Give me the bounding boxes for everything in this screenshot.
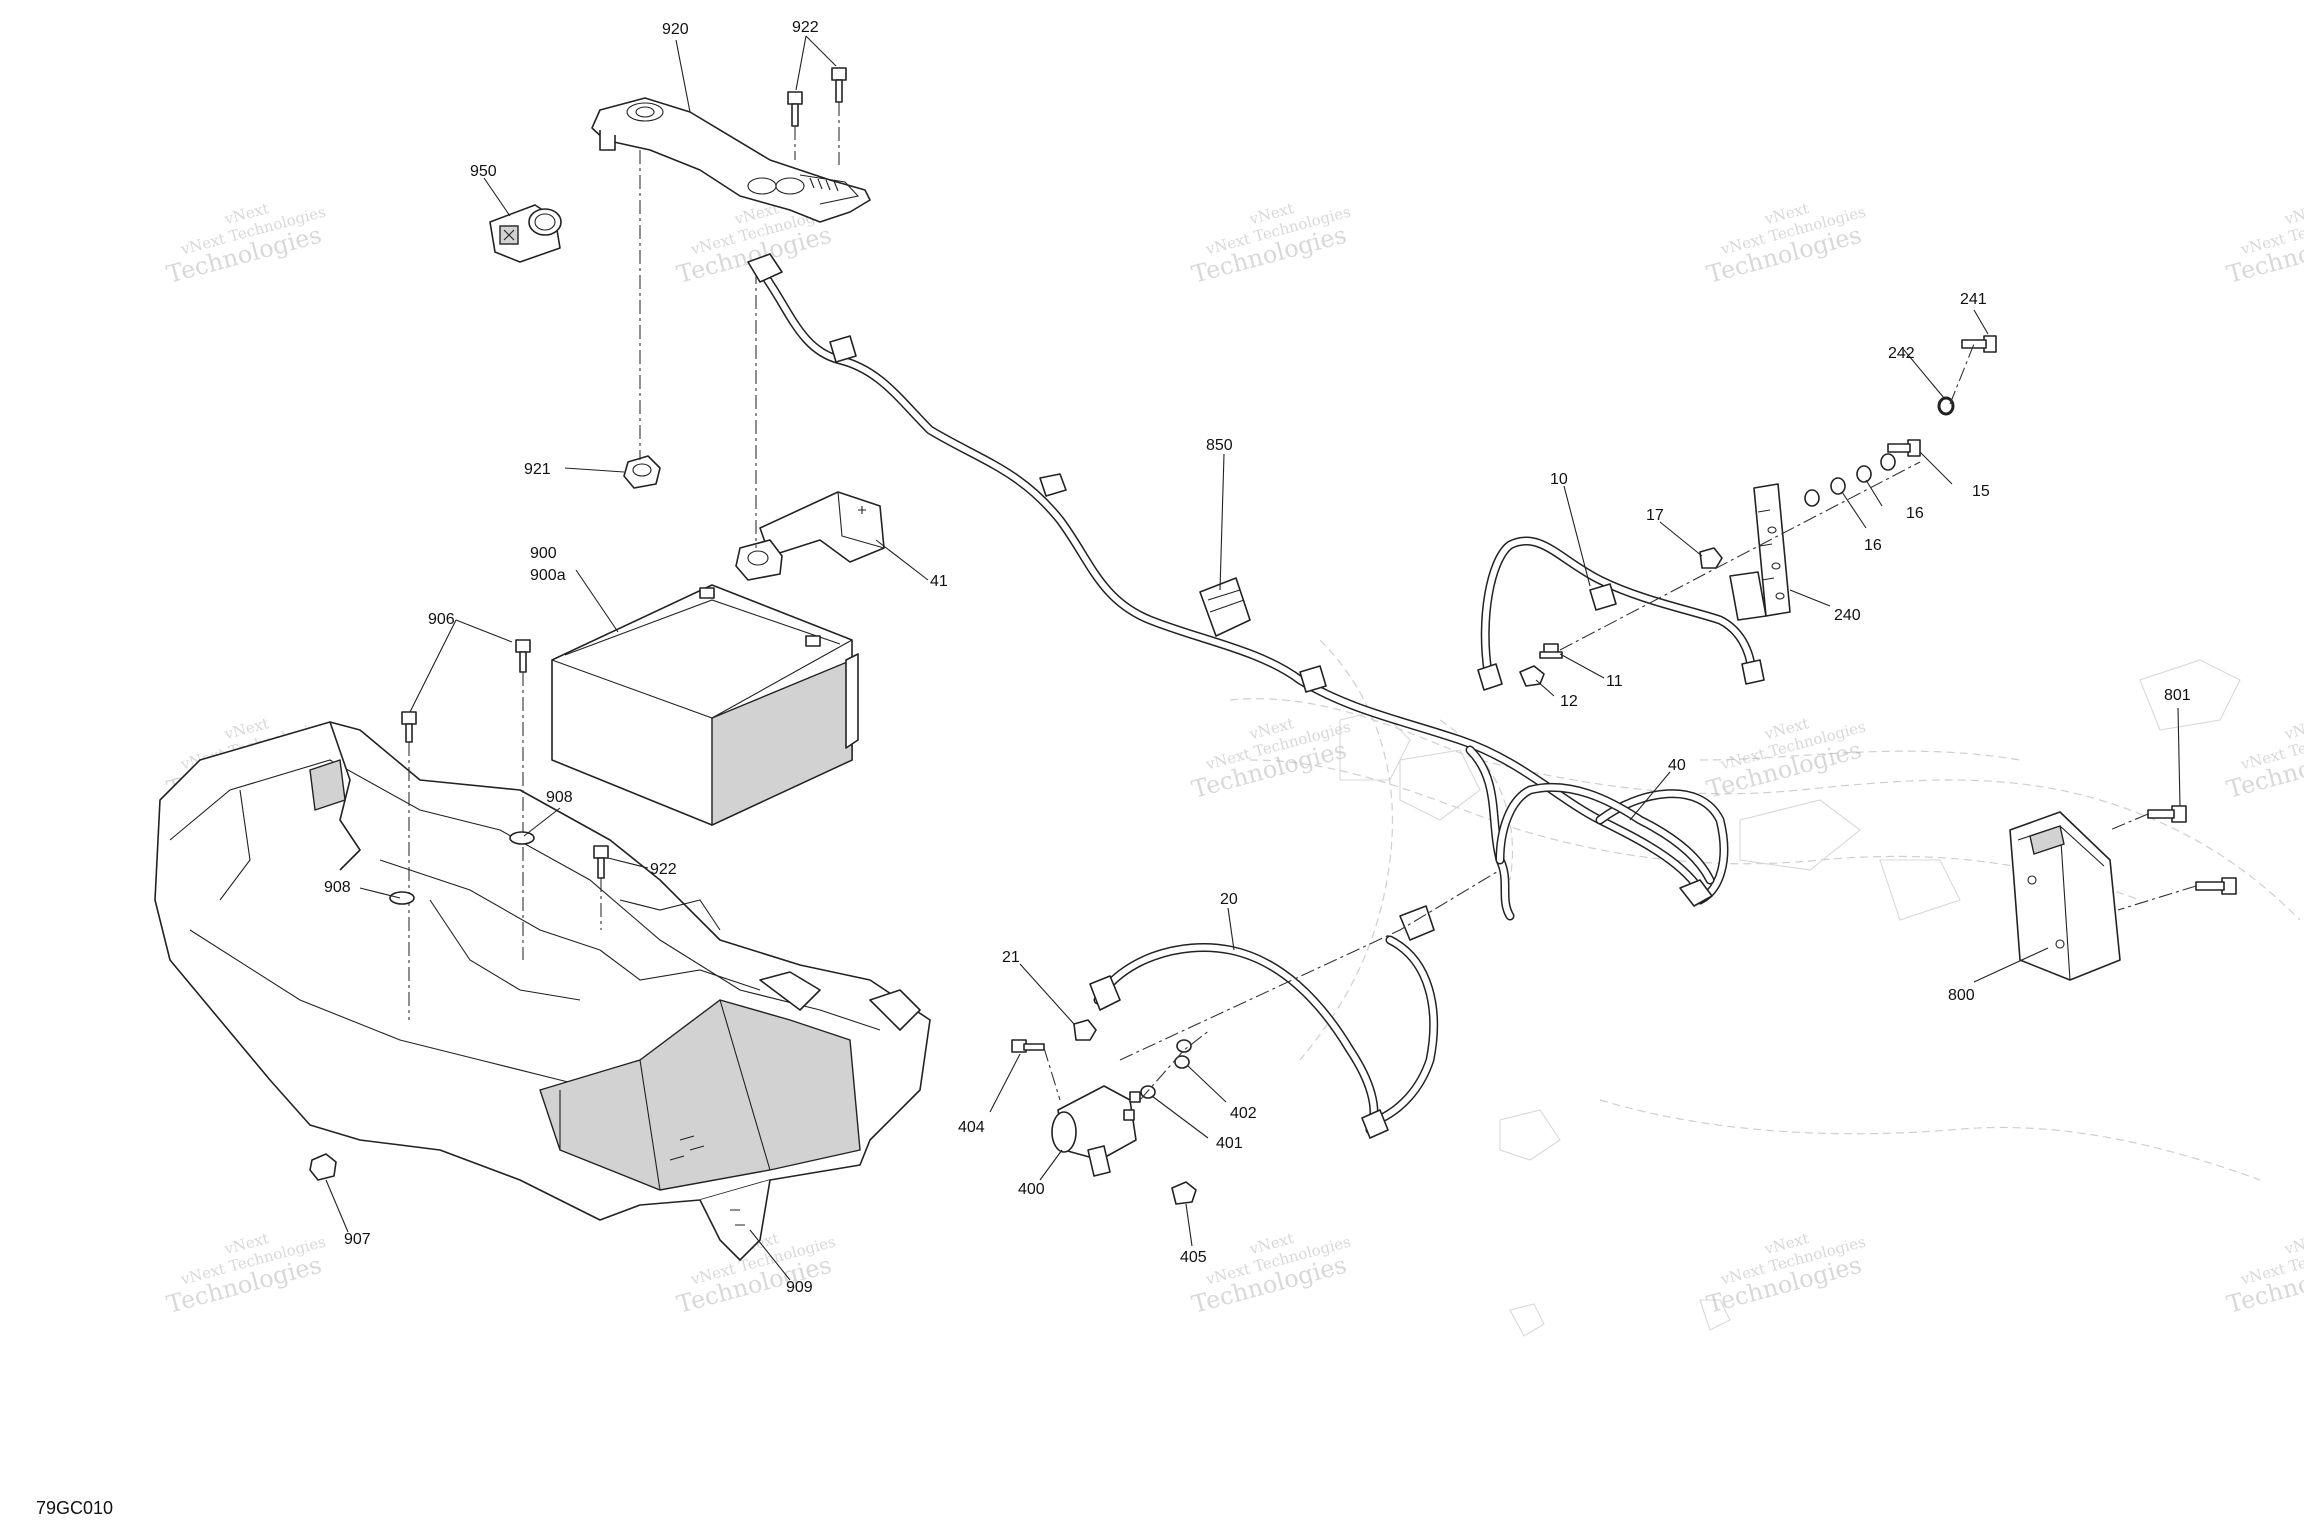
callout-11: 11 [1606,673,1623,690]
drawing-code: 79GC010 [36,1498,113,1518]
nut-405 [1171,1181,1197,1205]
frame-ghost-outline [1229,639,2301,1337]
cable-20 [1089,905,1439,1139]
bolt-906-left [401,711,417,743]
dash-line-404 [1043,1047,1061,1101]
bolt-906-right [515,639,531,673]
control-module-800 [2009,811,2121,981]
callout-405: 405 [1180,1249,1207,1266]
battery-900 [551,584,859,827]
washer-908-right [509,831,535,845]
solenoid-400 [1051,1085,1141,1177]
callout-401: 401 [1216,1135,1243,1152]
cable-10 [1477,536,1765,691]
dash-line-402 [1139,1029,1211,1101]
callout-801: 801 [2164,687,2191,704]
callout-907: 907 [344,1231,371,1248]
callout-40: 40 [1668,757,1686,774]
callout-909: 909 [786,1279,813,1296]
callout-950: 950 [470,163,497,180]
terminal-cover-41 [735,491,885,581]
callout-241: 241 [1960,291,1987,308]
washer-16-b [1830,477,1846,495]
callout-21: 21 [1002,949,1020,966]
bolt-11 [1539,643,1563,659]
callout-400: 400 [1018,1181,1045,1198]
dash-line-801a [2109,813,2149,831]
harness-850 [747,253,1729,921]
washer-12 [1519,665,1545,687]
callout-labels: 920 922 950 921 900 900a 41 906 908 908 … [324,19,2191,1296]
callout-20: 20 [1220,891,1238,908]
callout-900: 900 [530,545,557,562]
callout-800: 800 [1948,987,1975,1004]
nut-921 [623,455,661,489]
callout-242: 242 [1888,345,1915,362]
nut-21 [1073,1019,1097,1041]
nut-907 [309,1153,337,1181]
bracket-920 [591,97,871,223]
callout-850: 850 [1206,437,1233,454]
bolt-404 [1011,1039,1045,1053]
power-socket-950 [489,204,562,263]
washer-908-left [389,891,415,905]
bolt-241 [1961,335,1997,353]
cable-40 [1495,782,1715,885]
nut-402-b [1176,1039,1192,1053]
bolt-922-lower [593,845,609,879]
callout-908-right: 908 [546,789,573,806]
bracket-240 [1729,483,1791,621]
callout-17: 17 [1646,507,1664,524]
dash-line-241 [1949,343,1975,405]
nut-17 [1699,547,1723,569]
bolt-801-lower [2195,877,2237,895]
callout-16-right: 16 [1906,505,1924,522]
callout-41: 41 [930,573,948,590]
bolt-922-top-right [831,67,847,103]
callout-921: 921 [524,461,551,478]
washer-16-c [1856,465,1872,483]
nut-402 [1174,1055,1190,1069]
battery-tray-909 [154,721,931,1261]
dash-line-240 [1559,461,1921,651]
callout-900a: 900a [530,567,566,584]
callout-922-top: 922 [792,19,819,36]
callout-922-lower: 922 [650,861,677,878]
callout-16-left: 16 [1864,537,1882,554]
callout-10: 10 [1550,471,1568,488]
washer-242 [1937,396,1955,416]
washer-16-a [1804,489,1820,507]
dash-line-801b [2117,885,2197,911]
dash-line-20 [1119,869,1501,1061]
callout-906: 906 [428,611,455,628]
leader-lines [325,35,2181,1281]
bolt-922-top-left [787,91,803,127]
callout-920: 920 [662,21,689,38]
callout-404: 404 [958,1119,985,1136]
washer-16-d [1880,453,1896,471]
callout-240: 240 [1834,607,1861,624]
callout-908-left: 908 [324,879,351,896]
bolt-15 [1887,439,1921,457]
callout-402: 402 [1230,1105,1257,1122]
callout-15: 15 [1972,483,1990,500]
callout-12: 12 [1560,693,1578,710]
